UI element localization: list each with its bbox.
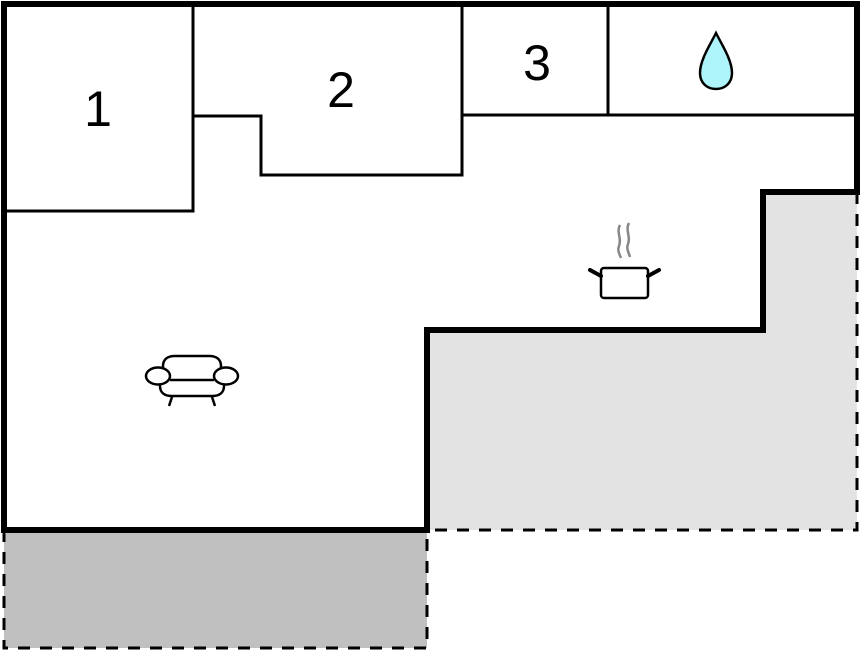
room-1-label: 1 [84, 81, 112, 137]
interior-walls [4, 4, 857, 213]
room-3-label: 3 [523, 35, 551, 91]
sofa-icon [144, 354, 240, 407]
exterior-walls [1, 1, 860, 533]
cooking-pot-icon [588, 222, 661, 300]
terrace-covered [427, 192, 859, 532]
water-drop-icon [698, 30, 734, 91]
room-2-label: 2 [327, 62, 355, 118]
terrace-open [2, 530, 429, 650]
